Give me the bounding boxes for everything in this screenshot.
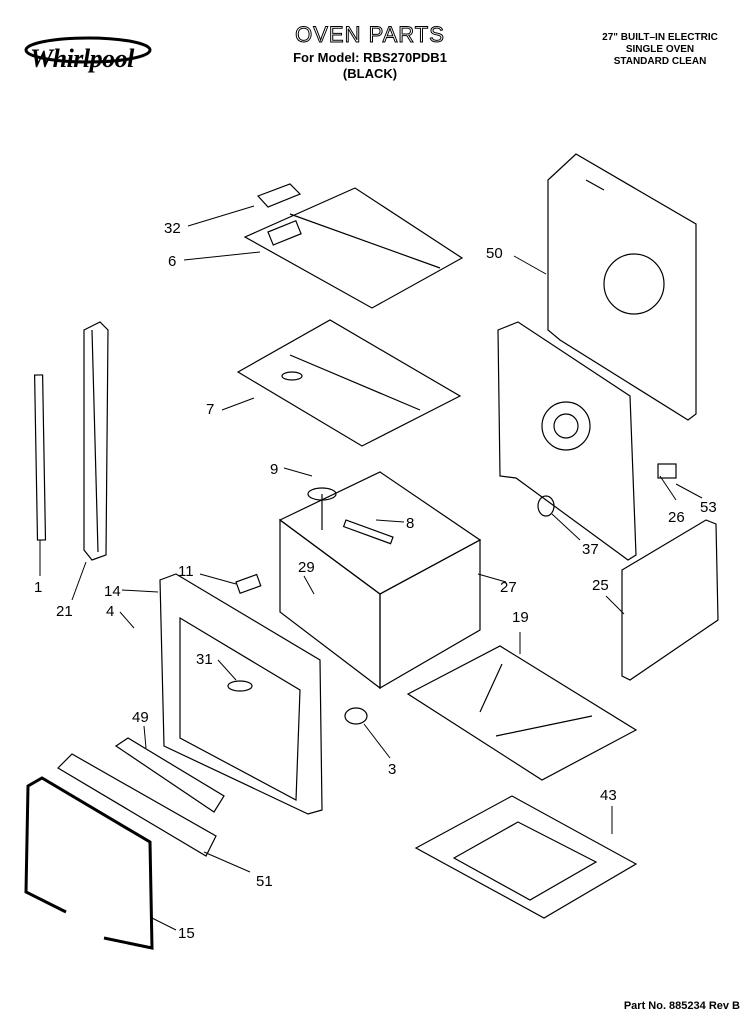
door-gasket — [24, 776, 154, 950]
description-line: 27" BUILT–IN ELECTRIC — [602, 32, 718, 43]
leader-lines — [39, 205, 703, 931]
logo-swoosh-icon — [24, 36, 152, 64]
callout-37: 37 — [582, 541, 599, 558]
callout-6: 6 — [168, 253, 176, 270]
callout-51: 51 — [256, 873, 273, 890]
rear-wall — [497, 321, 637, 561]
page-title: OVEN PARTS — [295, 22, 445, 48]
part-3 — [344, 707, 368, 725]
callout-7: 7 — [206, 401, 214, 418]
callout-4: 4 — [106, 603, 114, 620]
drawer-panel — [414, 795, 638, 919]
bottom-panel — [406, 645, 638, 781]
part-number: Part No. 885234 Rev B — [623, 1000, 740, 1012]
vent-part — [114, 737, 225, 813]
callout-19: 19 — [512, 609, 529, 626]
whirlpool-logo: Whirlpool — [18, 28, 158, 76]
callout-53: 53 — [700, 499, 717, 516]
callout-15: 15 — [178, 925, 195, 942]
callout-26: 26 — [668, 509, 685, 526]
callout-27: 27 — [500, 579, 517, 596]
description-line: STANDARD CLEAN — [613, 56, 707, 67]
callout-3: 3 — [388, 761, 396, 778]
brand-name: Whirlpool — [30, 44, 134, 73]
part-37 — [537, 495, 555, 517]
callout-1: 1 — [34, 579, 42, 596]
model-line: For Model: RBS270PDB1 — [293, 50, 447, 65]
side-rail-left — [33, 374, 47, 541]
callout-8: 8 — [406, 515, 414, 532]
part-11 — [235, 573, 262, 595]
callout-31: 31 — [196, 651, 213, 668]
product-description: 27" BUILT–IN ELECTRIC SINGLE OVEN STANDA… — [570, 32, 750, 68]
description-line: SINGLE OVEN — [625, 44, 695, 55]
callout-29: 29 — [298, 559, 315, 576]
callout-25: 25 — [592, 577, 609, 594]
side-panel — [621, 519, 719, 681]
door-trim — [57, 753, 217, 857]
callout-43: 43 — [600, 787, 617, 804]
part-53 — [657, 463, 677, 479]
heat-shield — [236, 319, 462, 447]
top-panel — [243, 183, 464, 309]
callout-11: 11 — [178, 563, 194, 580]
callout-9: 9 — [270, 461, 278, 478]
side-trim — [83, 321, 109, 561]
color-line: (BLACK) — [342, 66, 398, 81]
back-panel — [547, 153, 697, 421]
oven-cavity — [278, 471, 482, 690]
callout-50: 50 — [486, 245, 503, 262]
callout-14: 14 — [104, 583, 121, 600]
callout-32: 32 — [164, 220, 181, 237]
callout-49: 49 — [132, 709, 149, 726]
callout-21: 21 — [56, 603, 73, 620]
front-frame — [159, 573, 323, 815]
